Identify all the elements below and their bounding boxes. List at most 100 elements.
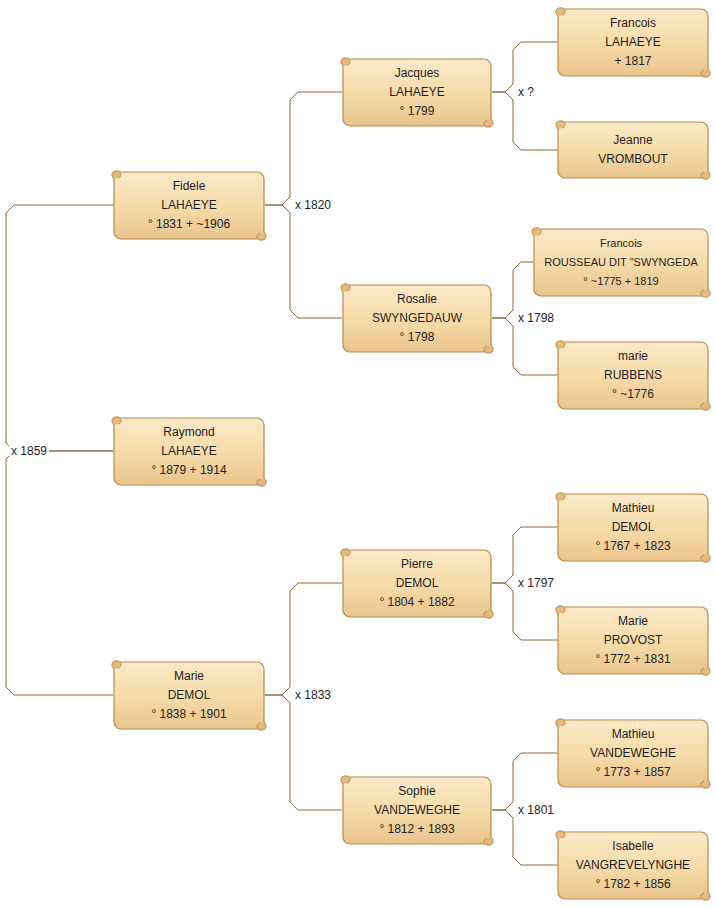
scroll-body <box>558 122 708 178</box>
scroll-curl <box>484 119 493 127</box>
scroll-shape <box>554 119 712 181</box>
surname: DEMOL <box>353 574 481 593</box>
surname: PROVOST <box>568 631 698 650</box>
person-scroll: SophieVANDEWEGHE° 1812 + 1893 <box>339 774 495 847</box>
scroll-curl <box>556 605 565 613</box>
given-name: Marie <box>568 612 698 631</box>
surname: VANDEWEGHE <box>353 801 481 820</box>
marriage-label: x ? <box>516 85 536 100</box>
person-scroll: IsabelleVANGREVELYNGHE° 1782 + 1856 <box>554 829 712 902</box>
life-dates: ° ~1775 + 1819 <box>544 272 698 291</box>
surname: VROMBOUT <box>568 150 698 169</box>
scroll-body <box>558 720 708 787</box>
person-scroll: PierreDEMOL° 1804 + 1882 <box>339 547 495 620</box>
scroll-curl <box>484 837 493 845</box>
given-name: Pierre <box>353 555 481 574</box>
surname: LAHAEYE <box>124 442 254 461</box>
scroll-curl <box>701 171 710 179</box>
scroll-curl <box>532 227 541 235</box>
scroll-curl <box>556 718 565 726</box>
marriage-label: x 1797 <box>516 576 556 591</box>
scroll-curl <box>341 283 350 291</box>
family-connector <box>265 205 342 318</box>
person-scroll: JeanneVROMBOUT <box>554 119 712 181</box>
scroll-body <box>343 777 491 844</box>
person-scroll: FideleLAHAEYE° 1831 + ~1906 <box>110 169 268 242</box>
scroll-curl <box>701 780 710 788</box>
given-name: Jeanne <box>568 131 698 150</box>
scroll-body <box>343 59 491 126</box>
marriage-label: x 1801 <box>516 803 556 818</box>
scroll-curl <box>484 610 493 618</box>
life-dates: ° 1782 + 1856 <box>568 875 698 894</box>
scroll-body <box>558 494 708 561</box>
scroll-curl <box>112 170 121 178</box>
life-dates: + 1817 <box>568 52 698 71</box>
surname: VANGREVELYNGHE <box>568 856 698 875</box>
person-scroll: RosalieSWYNGEDAUW° 1798 <box>339 282 495 355</box>
scroll-curl <box>701 554 710 562</box>
life-dates: ° 1772 + 1831 <box>568 650 698 669</box>
scroll-curl <box>341 548 350 556</box>
person-scroll: marieRUBBENS° ~1776 <box>554 339 712 412</box>
scroll-curl <box>701 667 710 675</box>
person-scroll: MathieuVANDEWEGHE° 1773 + 1857 <box>554 717 712 790</box>
scroll-body <box>114 418 264 485</box>
family-connector <box>6 451 113 695</box>
family-connector <box>265 92 342 205</box>
scroll-curl <box>701 892 710 900</box>
scroll-curl <box>341 775 350 783</box>
surname: DEMOL <box>124 686 254 705</box>
life-dates: ° 1767 + 1823 <box>568 537 698 556</box>
given-name: Marie <box>124 667 254 686</box>
family-connector <box>6 205 113 451</box>
life-dates: ° 1812 + 1893 <box>353 820 481 839</box>
family-connector <box>492 92 557 150</box>
scroll-body <box>114 662 264 729</box>
surname: DEMOL <box>568 518 698 537</box>
surname: ROUSSEAU DIT "SWYNGEDA <box>544 253 698 272</box>
scroll-curl <box>701 69 710 77</box>
given-name: Francois <box>544 234 698 253</box>
given-name: Rosalie <box>353 290 481 309</box>
scroll-body <box>343 285 491 352</box>
scroll-curl <box>257 478 266 486</box>
scroll-body <box>343 550 491 617</box>
scroll-body <box>558 342 708 409</box>
scroll-curl <box>556 492 565 500</box>
life-dates: ° 1773 + 1857 <box>568 763 698 782</box>
scroll-body <box>558 607 708 674</box>
life-dates: ° 1838 + 1901 <box>124 705 254 724</box>
scroll-curl <box>556 7 565 15</box>
surname: SWYNGEDAUW <box>353 309 481 328</box>
scroll-body <box>558 9 708 76</box>
person-scroll: MathieuDEMOL° 1767 + 1823 <box>554 491 712 564</box>
scroll-body <box>114 172 264 239</box>
marriage-label: x 1833 <box>293 688 333 703</box>
family-connector <box>492 583 557 640</box>
given-name: Mathieu <box>568 725 698 744</box>
given-name: Isabelle <box>568 837 698 856</box>
life-dates: ° 1799 <box>353 102 481 121</box>
person-scroll: FrancoisROUSSEAU DIT "SWYNGEDA° ~1775 + … <box>530 226 712 299</box>
life-dates: ° 1798 <box>353 328 481 347</box>
scroll-curl <box>701 402 710 410</box>
scroll-curl <box>112 660 121 668</box>
scroll-curl <box>484 345 493 353</box>
surname: LAHAEYE <box>124 196 254 215</box>
scroll-curl <box>556 830 565 838</box>
marriage-label: x 1859 <box>9 444 49 459</box>
surname: VANDEWEGHE <box>568 744 698 763</box>
scroll-curl <box>556 340 565 348</box>
life-dates: ° 1804 + 1882 <box>353 593 481 612</box>
marriage-label: x 1798 <box>516 311 556 326</box>
scroll-curl <box>257 722 266 730</box>
given-name: Fidele <box>124 177 254 196</box>
family-connector <box>265 583 342 695</box>
scroll-curl <box>701 289 710 297</box>
scroll-body <box>558 832 708 899</box>
person-scroll: FrancoisLAHAEYE+ 1817 <box>554 6 712 79</box>
marriage-label: x 1820 <box>293 198 333 213</box>
family-connector <box>265 695 342 810</box>
